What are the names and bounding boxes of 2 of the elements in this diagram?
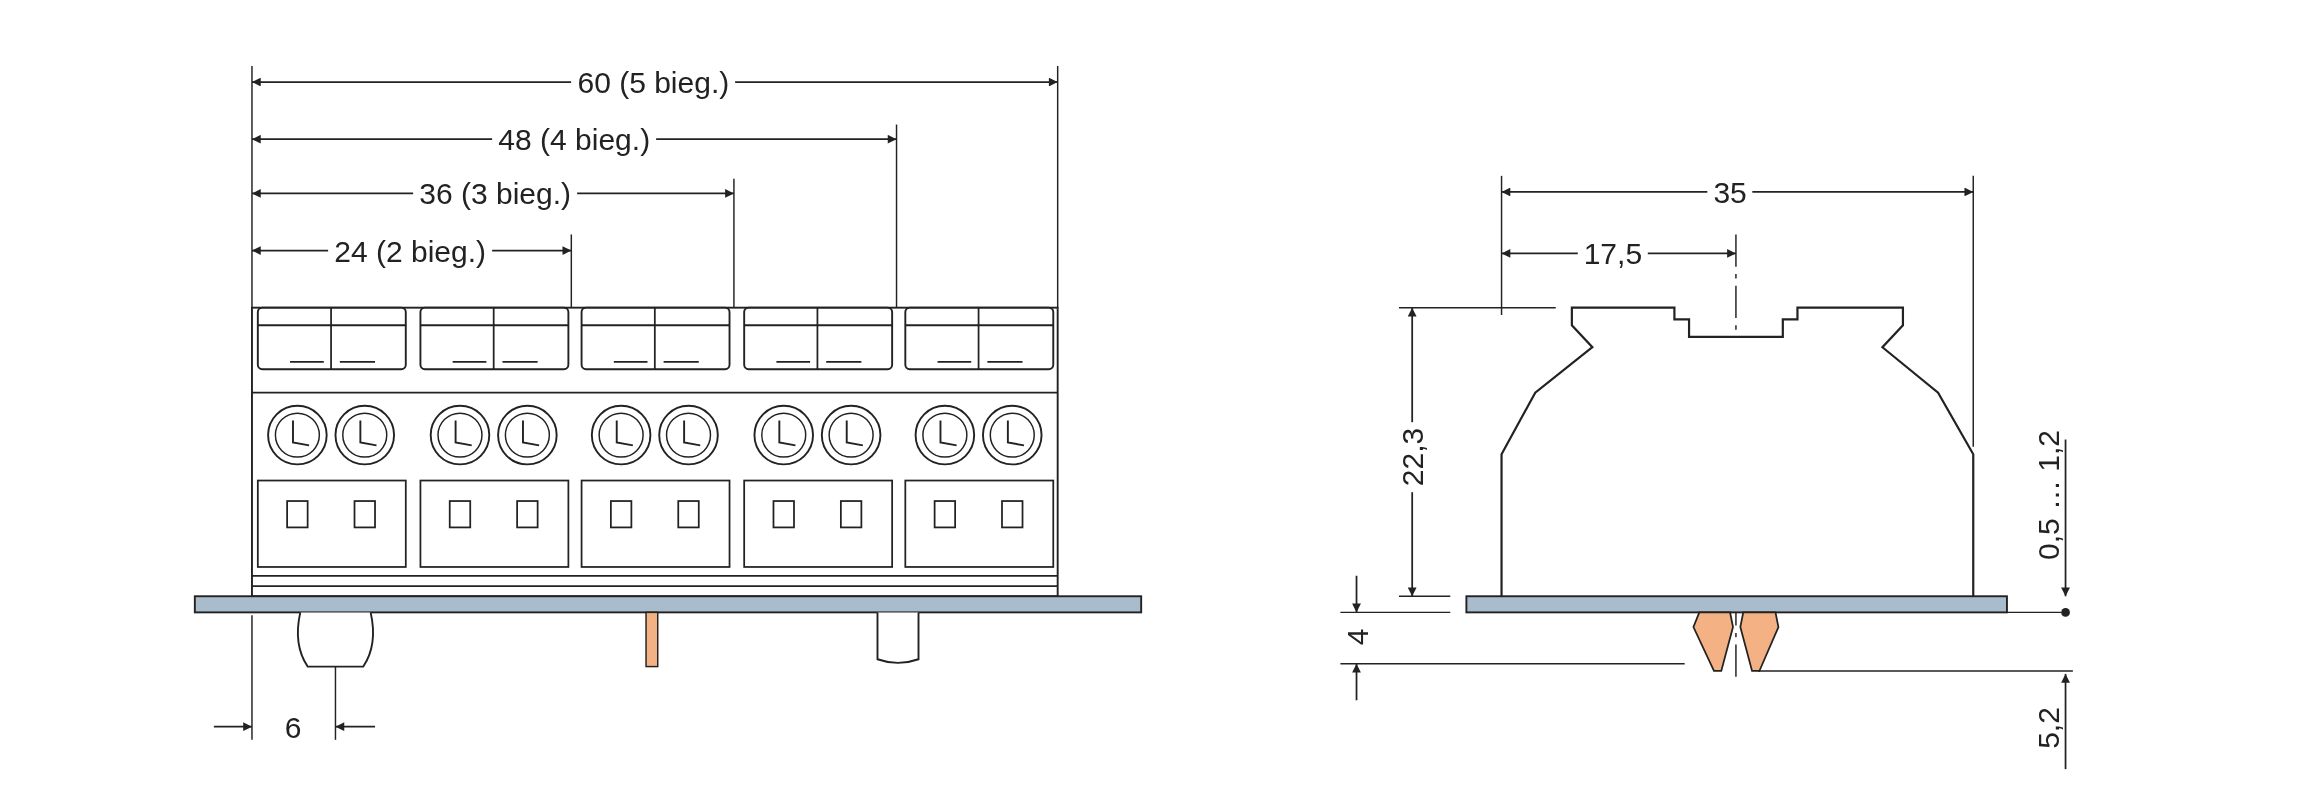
dimension-value: 5,2 <box>2031 706 2065 751</box>
dimension-value: 0,5 … 1,2 <box>2031 429 2065 563</box>
